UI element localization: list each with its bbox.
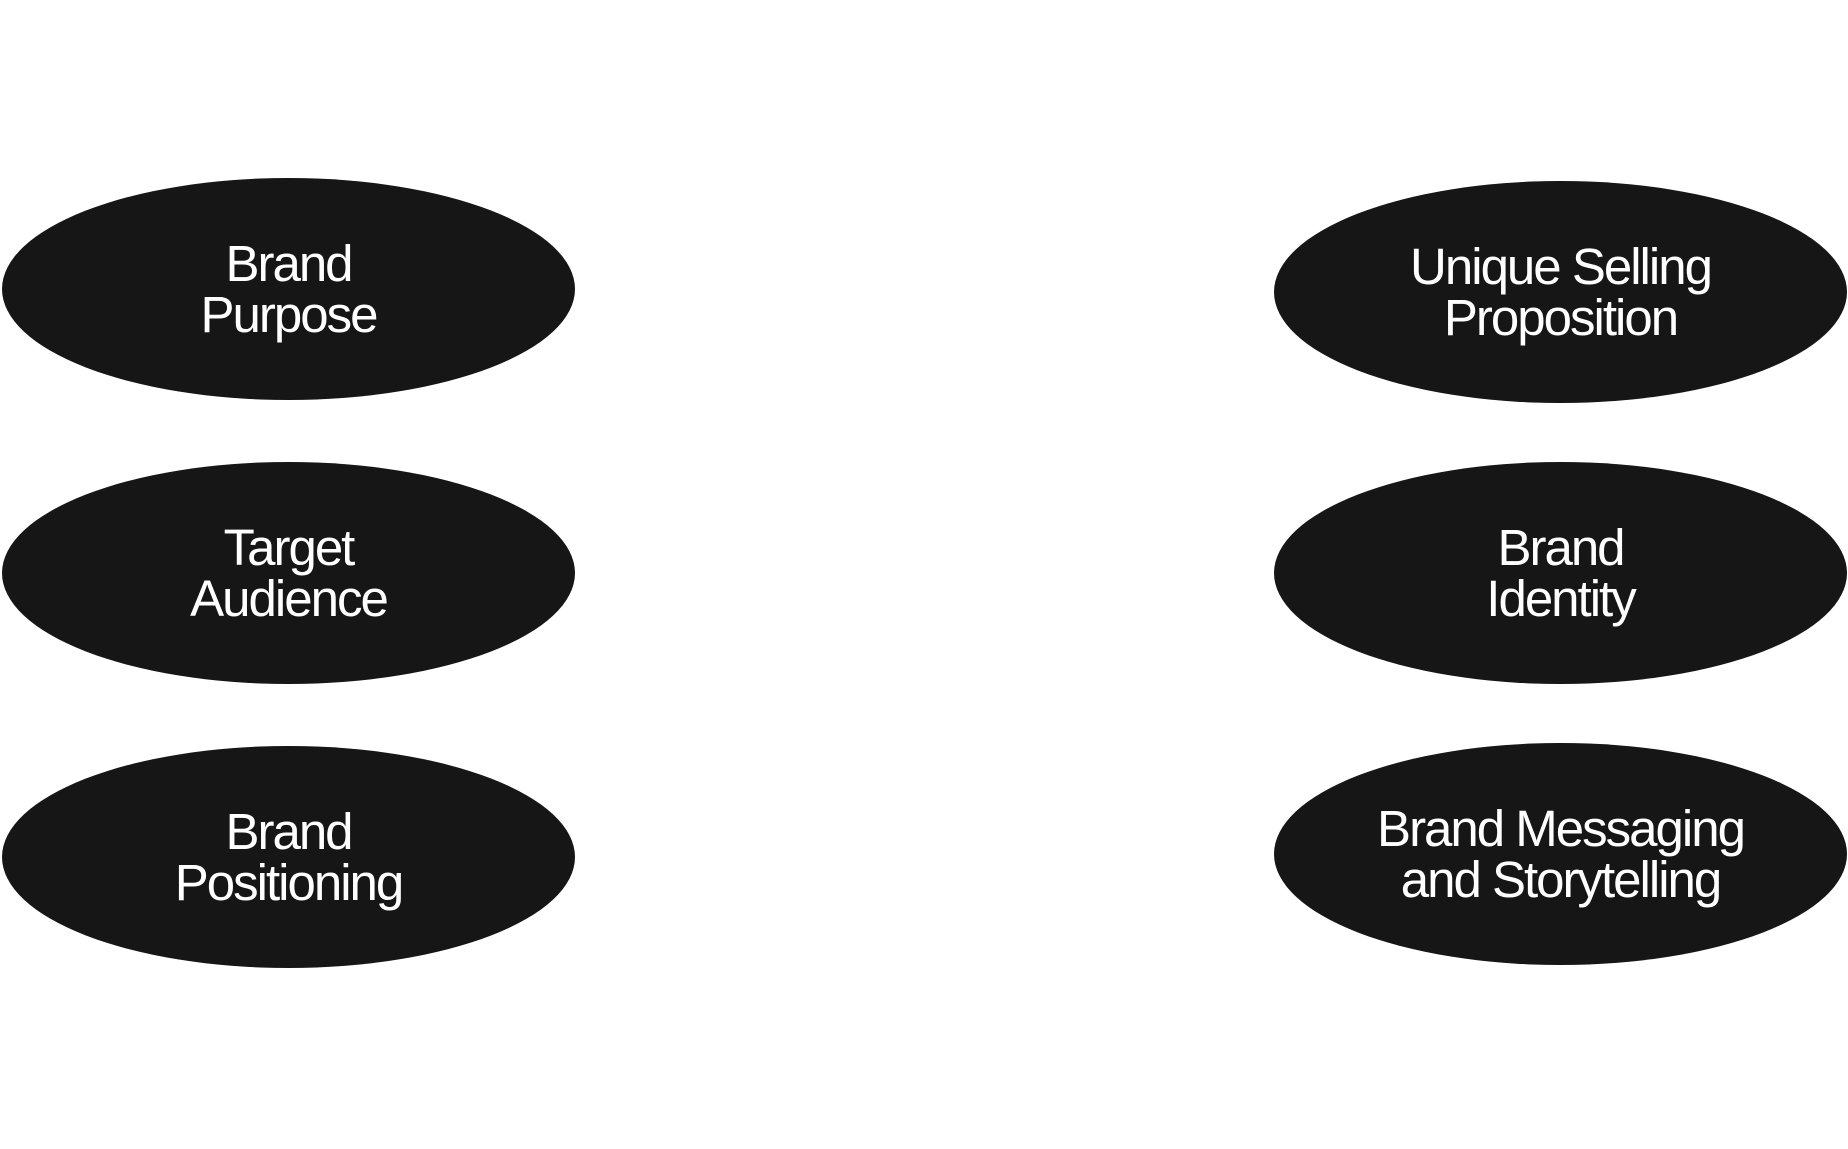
unique-selling-proposition-node: Unique Selling Proposition xyxy=(1274,181,1847,403)
brand-messaging-storytelling-label: Brand Messaging and Storytelling xyxy=(1377,800,1746,908)
target-audience-label: Target Audience xyxy=(190,519,389,627)
target-audience-node: Target Audience xyxy=(2,462,575,684)
unique-selling-proposition-label: Unique Selling Proposition xyxy=(1410,238,1713,346)
brand-purpose-node: Brand Purpose xyxy=(2,178,575,400)
brand-messaging-storytelling-node: Brand Messaging and Storytelling xyxy=(1274,743,1847,965)
brand-identity-node: Brand Identity xyxy=(1274,462,1847,684)
brand-positioning-label: Brand Positioning xyxy=(174,803,404,911)
brand-positioning-node: Brand Positioning xyxy=(2,746,575,968)
brand-purpose-label: Brand Purpose xyxy=(200,235,379,343)
brand-identity-label: Brand Identity xyxy=(1486,519,1636,627)
